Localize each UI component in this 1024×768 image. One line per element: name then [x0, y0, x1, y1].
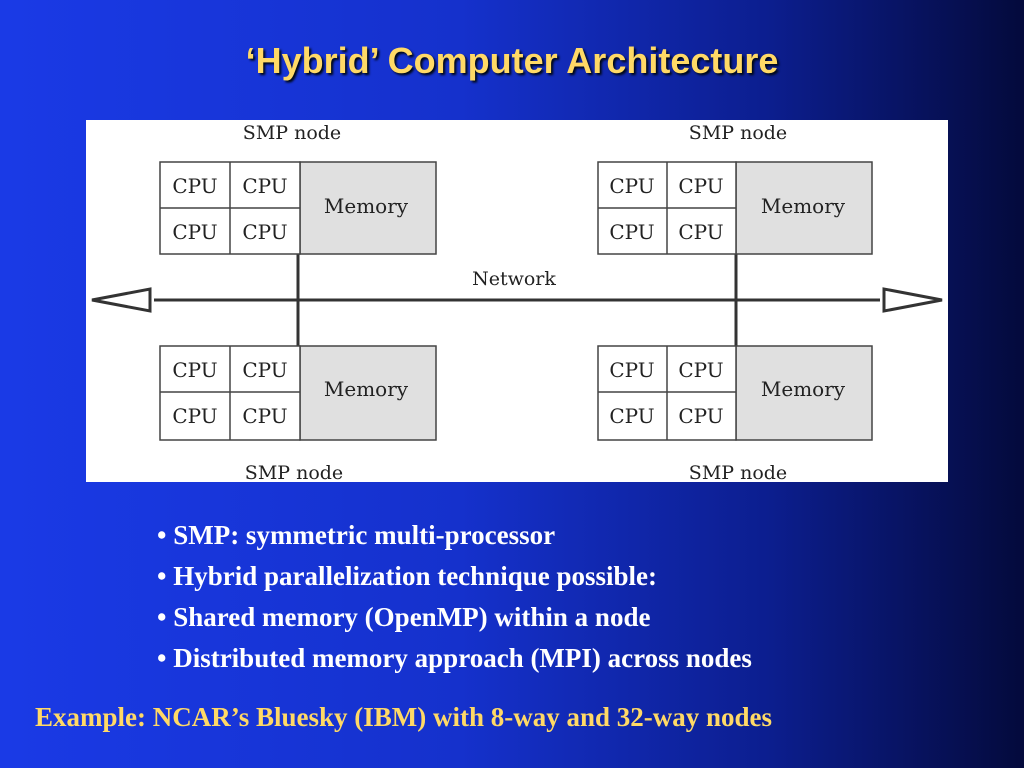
- right-arrow-icon: [882, 287, 943, 313]
- slide-title: ‘Hybrid’ Computer Architecture: [245, 40, 779, 81]
- node-connectors: [296, 254, 738, 346]
- cpu-label: CPU: [242, 174, 287, 198]
- cpu-label: CPU: [172, 404, 217, 428]
- example-caption: Example: NCAR’s Bluesky (IBM) with 8-way…: [35, 702, 773, 732]
- memory-label: Memory: [761, 377, 846, 401]
- network-bus: Network: [91, 268, 943, 313]
- memory-label: Memory: [761, 194, 846, 218]
- node-label: SMP node: [689, 122, 787, 144]
- cpu-label: CPU: [172, 174, 217, 198]
- cpu-label: CPU: [609, 174, 654, 198]
- cpu-label: CPU: [242, 220, 287, 244]
- bullet-item: Hybrid parallelization technique possibl…: [157, 556, 752, 597]
- cpu-label: CPU: [172, 358, 217, 382]
- smp-node-top-left: SMP node CPU CPU CPU CPU Memory: [159, 122, 437, 255]
- smp-node-top-right: SMP node CPU CPU CPU CPU Memory: [597, 122, 873, 255]
- memory-label: Memory: [324, 194, 409, 218]
- memory-label: Memory: [324, 377, 409, 401]
- cpu-label: CPU: [678, 404, 723, 428]
- smp-node-bottom-right: CPU CPU CPU CPU Memory SMP node: [597, 345, 873, 482]
- left-arrow-icon: [91, 287, 152, 313]
- node-label: SMP node: [245, 462, 343, 482]
- cpu-label: CPU: [172, 220, 217, 244]
- smp-node-bottom-left: CPU CPU CPU CPU Memory SMP node: [159, 345, 437, 482]
- cpu-label: CPU: [242, 404, 287, 428]
- bullet-item: Shared memory (OpenMP) within a node: [157, 597, 752, 638]
- cpu-label: CPU: [678, 220, 723, 244]
- cpu-label: CPU: [678, 174, 723, 198]
- bullet-item: Distributed memory approach (MPI) across…: [157, 638, 752, 679]
- cpu-label: CPU: [609, 404, 654, 428]
- cpu-label: CPU: [678, 358, 723, 382]
- cpu-label: CPU: [609, 358, 654, 382]
- network-label: Network: [472, 268, 556, 290]
- bullet-list: SMP: symmetric multi-processor Hybrid pa…: [157, 515, 752, 679]
- node-label: SMP node: [689, 462, 787, 482]
- bullet-item: SMP: symmetric multi-processor: [157, 515, 752, 556]
- node-label: SMP node: [243, 122, 341, 144]
- cpu-label: CPU: [609, 220, 654, 244]
- architecture-diagram: Network SMP node CPU CPU CPU CPU Memory …: [86, 120, 948, 482]
- cpu-label: CPU: [242, 358, 287, 382]
